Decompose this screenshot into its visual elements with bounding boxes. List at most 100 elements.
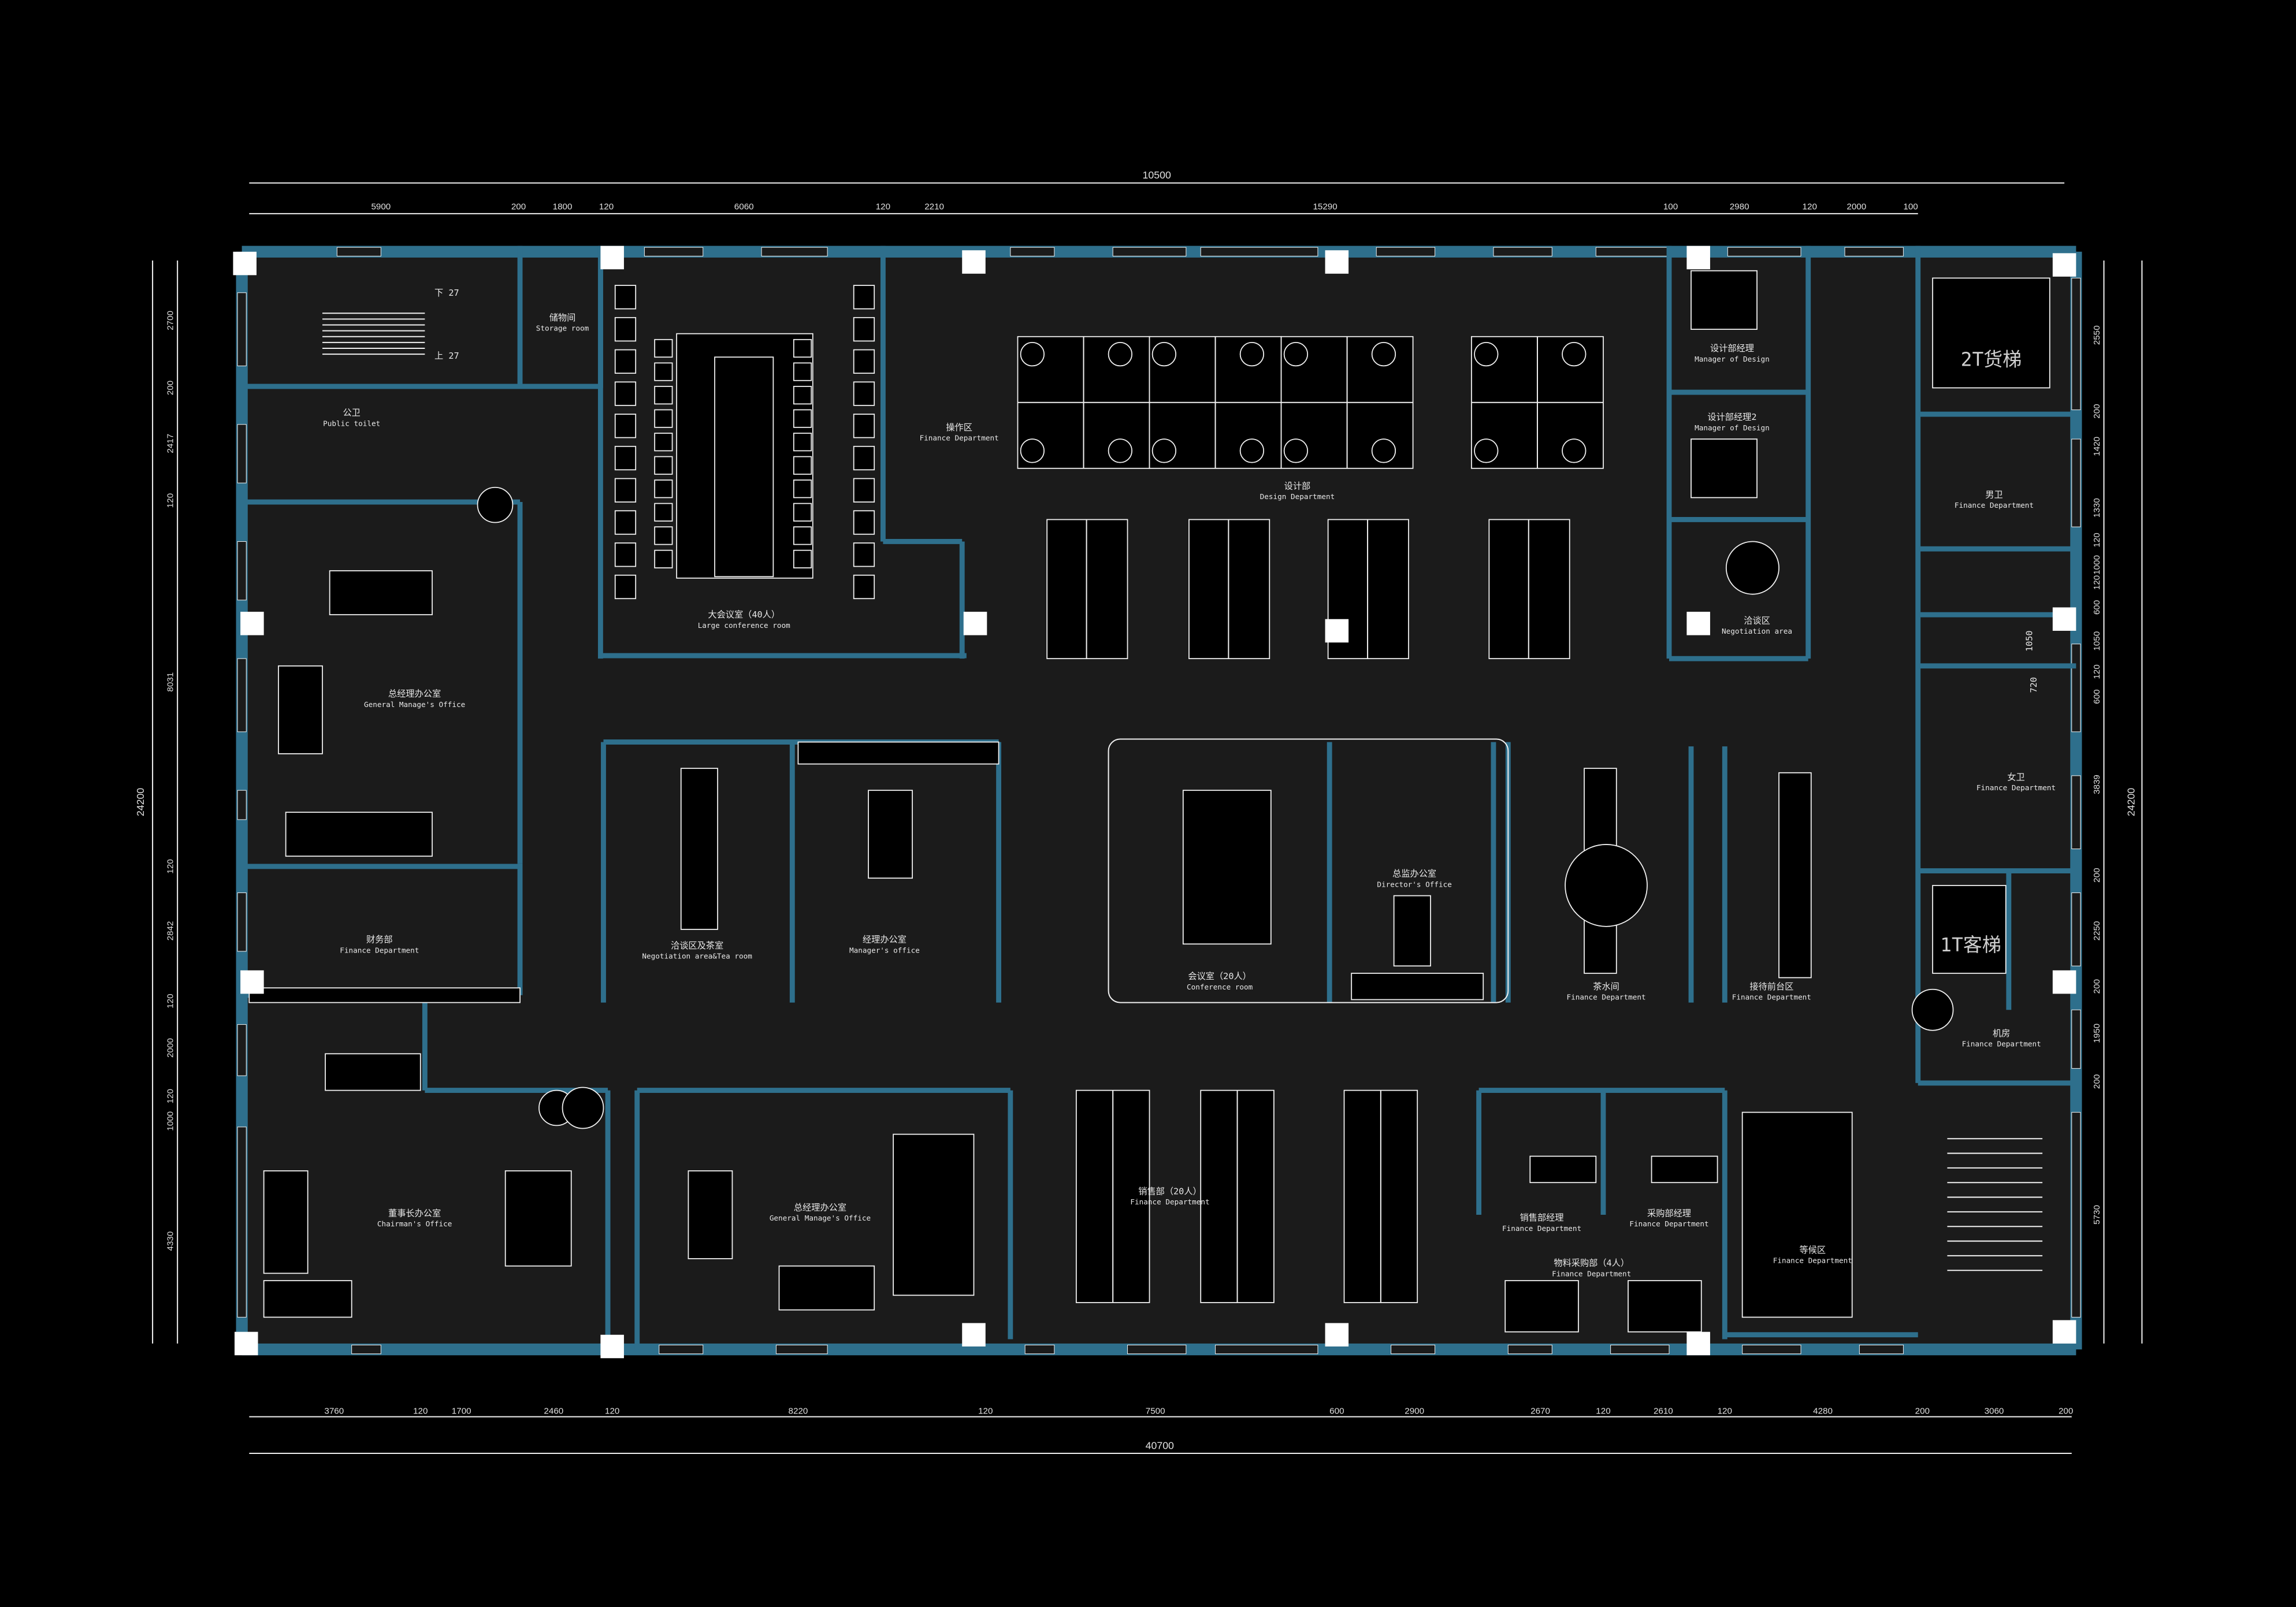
room-manager-office-en: Manager's office: [849, 946, 920, 954]
dim-top-9: 2980: [1730, 202, 1749, 211]
chair: [654, 386, 673, 405]
room-machine-cn: 机房: [1993, 1028, 2010, 1039]
dim-bottom-11: 120: [1596, 1407, 1610, 1416]
window: [775, 1344, 828, 1355]
cabinet: [1351, 973, 1484, 1000]
dim-top-11: 2000: [1847, 202, 1866, 211]
freight-elevator-label: 2T货梯: [1961, 348, 2022, 370]
dim-right-13: 2250: [2092, 921, 2102, 941]
room-conference-cn: 会议室（20人）: [1188, 971, 1251, 981]
window: [659, 1344, 704, 1355]
chair: [853, 574, 875, 600]
chair: [853, 317, 875, 342]
structural-column: [240, 612, 264, 635]
dim-right-16: 200: [2092, 1074, 2102, 1089]
room-conference-en: Conference room: [1187, 983, 1253, 991]
chair: [614, 317, 637, 342]
stair-down-label: 下 27: [434, 288, 459, 298]
window: [2071, 775, 2081, 850]
columns: [233, 245, 2076, 1359]
window: [1595, 247, 1670, 256]
window: [1010, 247, 1055, 256]
chair: [654, 409, 673, 428]
desk: [1529, 1155, 1597, 1184]
dim-right-14: 200: [2092, 979, 2102, 994]
dim-top-8: 100: [1663, 202, 1678, 211]
structural-column: [2052, 970, 2076, 994]
structural-column: [2052, 253, 2076, 277]
structural-column: [963, 612, 987, 635]
dim-right-9: 120: [2092, 664, 2102, 679]
dim-top-4: 6060: [734, 202, 754, 211]
tea-bar: [680, 768, 718, 930]
dim-bottom-9: 2900: [1405, 1407, 1424, 1416]
room-sales-manager-cn: 销售部经理: [1520, 1212, 1564, 1223]
chair: [654, 456, 673, 475]
sofa: [285, 812, 433, 857]
desk-block: [1188, 519, 1270, 660]
chair: [853, 285, 875, 310]
window: [1493, 247, 1552, 256]
office-chair: [1562, 438, 1587, 463]
window: [237, 1024, 247, 1076]
room-design-en: Design Department: [1260, 492, 1335, 501]
stair-top-left: 下 27 上 27: [434, 288, 459, 361]
window: [2071, 643, 2081, 732]
structural-column: [600, 1334, 624, 1359]
dim-bottom-14: 4280: [1813, 1407, 1833, 1416]
room-storage-cn: 储物间: [549, 313, 576, 323]
structural-column: [2052, 1320, 2076, 1344]
dim-right-11: 3839: [2092, 775, 2102, 794]
room-machine-en: Finance Department: [1962, 1040, 2041, 1048]
dim-bottom-10: 2670: [1530, 1407, 1550, 1416]
chair: [793, 456, 812, 475]
dim-right-15: 1950: [2092, 1024, 2102, 1043]
structural-column: [240, 970, 264, 994]
passenger-elevator-label: 1T客梯: [1940, 933, 2001, 956]
cabinet: [797, 741, 1000, 765]
dim-bottom-17: 200: [2059, 1407, 2073, 1416]
dim-left-9: 120: [166, 1089, 176, 1103]
window: [1391, 1344, 1436, 1355]
office-chair: [1108, 341, 1133, 367]
room-pantry-cn: 茶水间: [1593, 981, 1619, 992]
window: [237, 790, 247, 820]
dim-left-11: 4330: [166, 1232, 176, 1251]
dim-bottom-12: 2610: [1654, 1407, 1673, 1416]
office-chair: [1474, 341, 1499, 367]
conference-glass-wall: [1108, 738, 1509, 1003]
sofa: [263, 1280, 352, 1318]
desk: [325, 1053, 421, 1091]
dim-bottom-8: 600: [1329, 1407, 1344, 1416]
room-design-manager-en: Manager of Design: [1695, 355, 1770, 363]
window: [1127, 1344, 1187, 1355]
room-reception-cn: 接待前台区: [1749, 981, 1793, 992]
dim-bottom-3: 2460: [544, 1407, 563, 1416]
structural-column: [1686, 245, 1710, 270]
window: [1742, 1344, 1801, 1355]
office-chair: [1108, 438, 1133, 463]
dim-right-1: 200: [2092, 404, 2102, 418]
room-large-conference-en: Large conference room: [698, 621, 790, 630]
room-finance-cn: 财务部: [366, 935, 393, 945]
window: [237, 1126, 247, 1318]
chair: [793, 338, 812, 358]
dim-right-12: 200: [2092, 868, 2102, 882]
room-tea-negotiation-en: Negotiation area&Tea room: [642, 952, 752, 961]
room-reception-en: Finance Department: [1732, 993, 1811, 1002]
dim-bottom-16: 3060: [1985, 1407, 2004, 1416]
dim-top-6: 2210: [924, 202, 944, 211]
room-director-en: Director's Office: [1377, 880, 1452, 888]
room-storage-en: Storage room: [536, 324, 589, 333]
window: [1727, 247, 1801, 256]
conference-table-20: [1182, 790, 1272, 945]
room-design-manager2-en: Manager of Design: [1695, 423, 1770, 432]
dim-top-5: 120: [876, 202, 890, 211]
room-purchase-manager-cn: 采购部经理: [1647, 1208, 1691, 1219]
manager-desk: [868, 790, 913, 879]
desk: [1628, 1280, 1702, 1333]
dim-right-2: 1420: [2092, 437, 2102, 456]
meeting-table: [278, 665, 323, 754]
window: [1112, 247, 1187, 256]
